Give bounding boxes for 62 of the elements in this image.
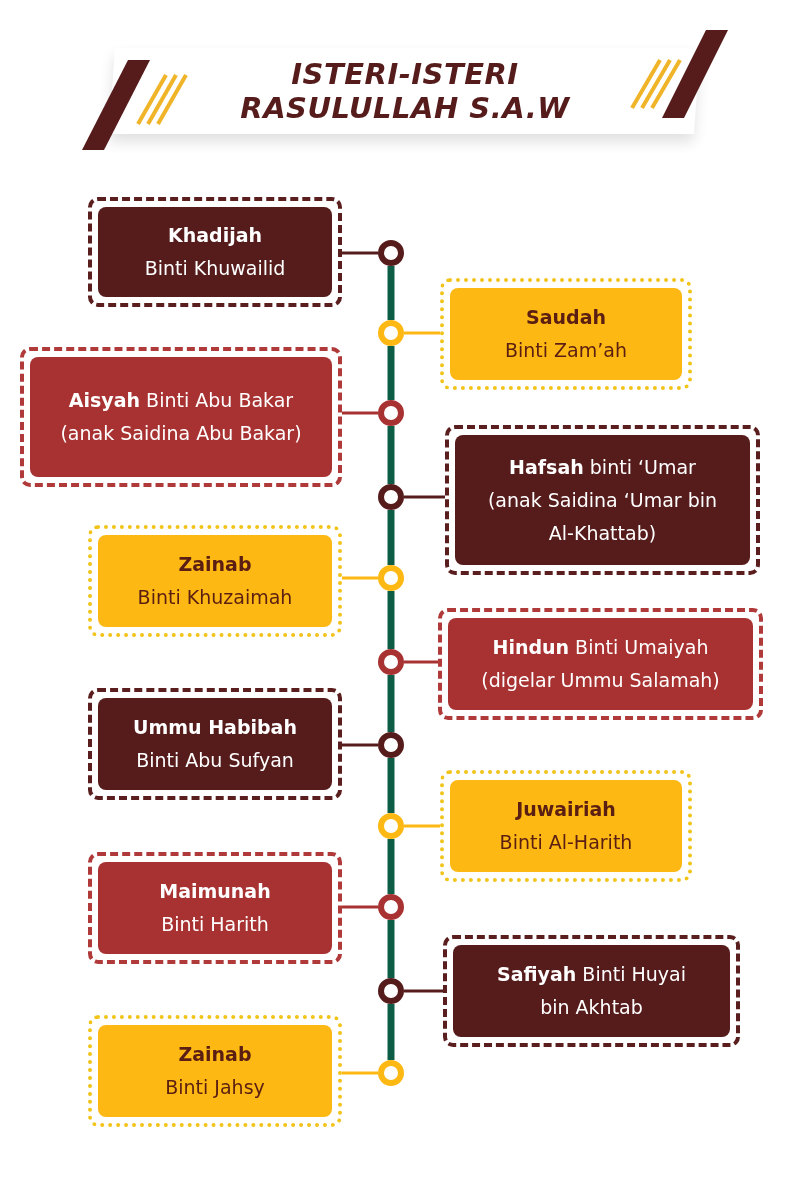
title: ISTERI-ISTERI RASULULLAH S.A.W	[238, 57, 572, 125]
name-text: Hafsah binti ‘Umar (anak Saidina ‘Umar bin Al-Khattab)	[486, 454, 719, 546]
connector-line	[342, 743, 378, 747]
timeline-segment	[387, 346, 395, 400]
timeline-segment	[387, 920, 395, 978]
timeline-segment	[387, 839, 395, 894]
connector-line	[342, 411, 378, 415]
connector-line	[404, 660, 438, 664]
dashed-frame	[88, 852, 342, 964]
timeline-segment	[387, 675, 395, 732]
name-text: Binti Jahsy	[165, 1075, 265, 1100]
timeline-segment	[387, 758, 395, 813]
dashed-frame	[443, 935, 740, 1047]
connector-line	[404, 331, 440, 335]
timeline-dot	[378, 813, 404, 839]
connector-line	[404, 989, 443, 993]
timeline-dot	[378, 240, 404, 266]
dashed-frame	[440, 770, 692, 882]
timeline-dot	[378, 400, 404, 426]
connector-line	[342, 576, 378, 580]
name-heading: Saudah	[526, 305, 606, 330]
name-heading: Zainab	[178, 552, 252, 577]
connector-line	[404, 495, 445, 499]
timeline-dot	[378, 565, 404, 591]
connector-line	[342, 1071, 378, 1075]
dashed-frame	[88, 1015, 342, 1127]
connector-line	[342, 905, 378, 909]
timeline-dot	[378, 649, 404, 675]
dashed-frame	[440, 278, 692, 390]
name-heading: Ummu Habibah	[133, 715, 297, 740]
name-heading: Maimunah	[159, 879, 271, 904]
name-text: Binti Harith	[161, 912, 269, 937]
dashed-frame	[88, 688, 342, 800]
dashed-frame	[20, 347, 342, 487]
name-text: Binti Al-Harith	[499, 830, 633, 855]
timeline-segment	[387, 591, 395, 649]
timeline-segment	[387, 266, 395, 320]
name-text: Binti Zam’ah	[505, 338, 627, 363]
timeline-dot	[378, 894, 404, 920]
name-text: Safiyah Binti Huyai bin Akhtab	[496, 962, 687, 1020]
name-heading: Zainab	[178, 1042, 252, 1067]
name-text: Binti Abu Sufyan	[136, 748, 294, 773]
timeline-dot	[378, 484, 404, 510]
connector-line	[404, 824, 440, 828]
timeline-segment	[387, 510, 395, 565]
timeline-dot	[378, 320, 404, 346]
name-text: Binti Khuwailid	[144, 256, 286, 281]
name-text: Binti Khuzaimah	[137, 585, 293, 610]
dashed-frame	[438, 608, 763, 720]
timeline-dot	[378, 1060, 404, 1086]
name-text: Aisyah Binti Abu Bakar (anak Saidina Abu Bakar)	[59, 388, 303, 446]
name-heading: Khadijah	[167, 223, 262, 248]
connector-line	[342, 251, 378, 255]
dashed-frame	[88, 197, 342, 307]
dashed-frame	[88, 525, 342, 637]
timeline-segment	[387, 426, 395, 484]
name-text: Hindun Binti Umaiyah (digelar Ummu Salamah)	[480, 635, 721, 693]
name-heading: Juwairiah	[516, 797, 616, 822]
timeline-dot	[378, 978, 404, 1004]
timeline-segment	[387, 1004, 395, 1060]
timeline-dot	[378, 732, 404, 758]
dashed-frame	[445, 425, 760, 575]
